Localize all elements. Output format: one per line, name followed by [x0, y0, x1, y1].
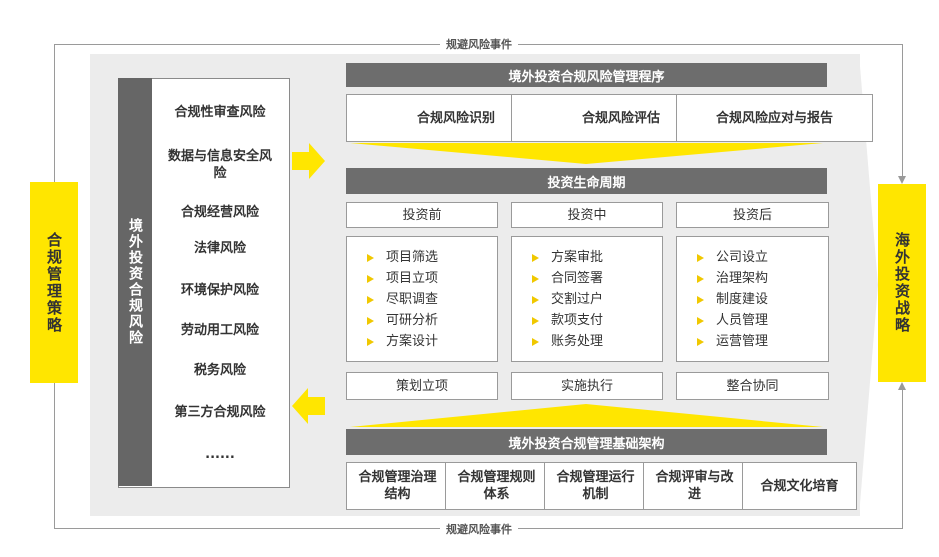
risk-spine-label: 境外投资合规风险	[118, 78, 152, 486]
bullet-triangle-icon	[532, 337, 539, 346]
bottom-event-label: 规避风险事件	[440, 521, 518, 537]
risk-item: 劳动用工风险	[180, 323, 259, 338]
frame-right-bottom-line	[902, 388, 903, 529]
list-item: 合同签署	[532, 268, 662, 289]
bullet-triangle-icon	[532, 316, 539, 325]
infra-box-governance: 合规管理治理结构	[346, 462, 449, 510]
infra-box-rules: 合规管理规则体系	[445, 462, 548, 510]
list-item: 可研分析	[367, 310, 497, 331]
list-item: 公司设立	[697, 247, 828, 268]
list-item: 款项支付	[532, 310, 662, 331]
list-item: 方案设计	[367, 331, 497, 352]
risk-item: 环境保护风险	[180, 283, 259, 298]
arrow-down-icon	[898, 176, 906, 184]
procedure-box-respond: 合规风险应对与报告	[676, 94, 873, 142]
arrow-up-icon	[898, 382, 906, 390]
list-item: 项目立项	[367, 268, 497, 289]
risk-item: 合规性审查风险	[174, 105, 266, 120]
list-item: 尽职调查	[367, 289, 497, 310]
yellow-funnel-up	[350, 404, 823, 427]
phase-label: 投资前	[402, 207, 442, 223]
infra-box-culture: 合规文化培育	[742, 462, 857, 510]
list-item: 运营管理	[697, 331, 828, 352]
procedure-box-label: 合规风险应对与报告	[715, 110, 833, 126]
phase-label: 投资中	[567, 207, 607, 223]
risk-item: 法律风险	[193, 241, 246, 256]
frame-right-top-line	[902, 44, 903, 176]
list-item: 项目筛选	[367, 247, 497, 268]
procedure-box-label: 合规风险评估	[581, 110, 660, 126]
bullet-triangle-icon	[367, 337, 374, 346]
infra-box-label: 合规文化培育	[760, 478, 839, 494]
phase-after: 投资后	[676, 202, 829, 228]
stage-label: 策划立项	[395, 378, 448, 394]
risk-item: 税务风险	[193, 363, 246, 378]
procedure-box-label: 合规风险识别	[416, 110, 495, 126]
risk-item: 数据与信息安全风险	[167, 149, 272, 181]
stage-execution: 实施执行	[511, 372, 663, 400]
infra-box-label: 合规评审与改进	[655, 470, 734, 502]
frame-left-top-line	[54, 44, 55, 182]
top-event-label: 规避风险事件	[440, 36, 518, 52]
infra-box-mechanism: 合规管理运行机制	[544, 462, 647, 510]
risk-item: 第三方合规风险	[174, 405, 266, 420]
lifecycle-list-after: 公司设立 治理架构 制度建设 人员管理 运营管理	[676, 236, 829, 362]
list-item: 制度建设	[697, 289, 828, 310]
main-panel-tip	[859, 54, 878, 516]
arrow-right-icon	[292, 143, 325, 179]
bullet-triangle-icon	[367, 295, 374, 304]
phase-before: 投资前	[346, 202, 498, 228]
lifecycle-list-before: 项目筛选 项目立项 尽职调查 可研分析 方案设计	[346, 236, 498, 362]
stage-label: 实施执行	[560, 378, 613, 394]
stage-planning: 策划立项	[346, 372, 498, 400]
bullet-triangle-icon	[532, 253, 539, 262]
bullet-triangle-icon	[697, 274, 704, 283]
phase-during: 投资中	[511, 202, 663, 228]
left-strategy-bar: 合规管理策略	[30, 182, 78, 383]
infra-box-label: 合规管理规则体系	[457, 470, 536, 502]
arrow-left-icon	[292, 388, 325, 424]
list-item: 账务处理	[532, 331, 662, 352]
list-item: 方案审批	[532, 247, 662, 268]
stage-label: 整合协同	[726, 378, 779, 394]
bullet-triangle-icon	[367, 253, 374, 262]
phase-label: 投资后	[732, 207, 772, 223]
list-item: 人员管理	[697, 310, 828, 331]
bullet-triangle-icon	[697, 253, 704, 262]
bullet-triangle-icon	[532, 274, 539, 283]
bullet-triangle-icon	[697, 295, 704, 304]
infrastructure-header: 境外投资合规管理基础架构	[346, 429, 827, 455]
bullet-triangle-icon	[697, 316, 704, 325]
infra-box-label: 合规管理治理结构	[358, 470, 437, 502]
bullet-triangle-icon	[697, 337, 704, 346]
infra-box-label: 合规管理运行机制	[556, 470, 635, 502]
infra-box-review: 合规评审与改进	[643, 462, 746, 510]
risk-item: 合规经营风险	[180, 205, 259, 220]
list-item: 治理架构	[697, 268, 828, 289]
risk-item: ......	[205, 447, 235, 462]
procedure-header: 境外投资合规风险管理程序	[346, 63, 827, 87]
bullet-triangle-icon	[367, 316, 374, 325]
lifecycle-list-during: 方案审批 合同签署 交割过户 款项支付 账务处理	[511, 236, 663, 362]
lifecycle-header: 投资生命周期	[346, 168, 827, 194]
yellow-funnel-down	[350, 143, 823, 164]
list-item: 交割过户	[532, 289, 662, 310]
bullet-triangle-icon	[532, 295, 539, 304]
frame-left-bottom-line	[54, 383, 55, 529]
bullet-triangle-icon	[367, 274, 374, 283]
right-strategy-bar: 海外投资战略	[878, 184, 926, 382]
stage-integration: 整合协同	[676, 372, 829, 400]
